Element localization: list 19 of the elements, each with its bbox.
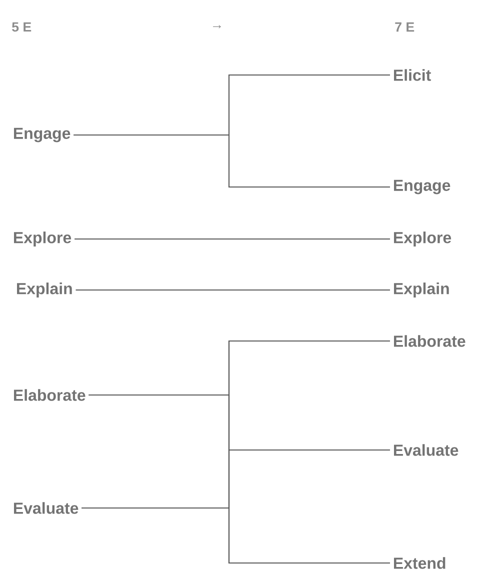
stage-label: Engage xyxy=(394,180,450,194)
stage-label: Elaborate xyxy=(394,335,466,347)
column-heading: 5 E xyxy=(12,22,32,32)
connector-line xyxy=(74,134,390,188)
stage-label: Explore xyxy=(394,232,452,246)
connector-line xyxy=(82,507,390,564)
direction-arrow: → xyxy=(213,25,221,28)
stage-label: Elicit xyxy=(394,69,431,81)
connector-line xyxy=(74,238,390,240)
stage-label: Evaluate xyxy=(394,444,458,456)
stage-label: Elaborate xyxy=(14,389,86,401)
stage-label: Extend xyxy=(394,557,446,569)
column-heading: 7 E xyxy=(395,22,414,32)
stage-label: Explore xyxy=(14,232,72,246)
stage-label: Evaluate xyxy=(14,502,78,514)
stage-label: Explain xyxy=(394,282,449,298)
connector-line xyxy=(76,289,390,291)
stage-label: Engage xyxy=(14,128,70,142)
stage-label: Explain xyxy=(17,282,72,298)
